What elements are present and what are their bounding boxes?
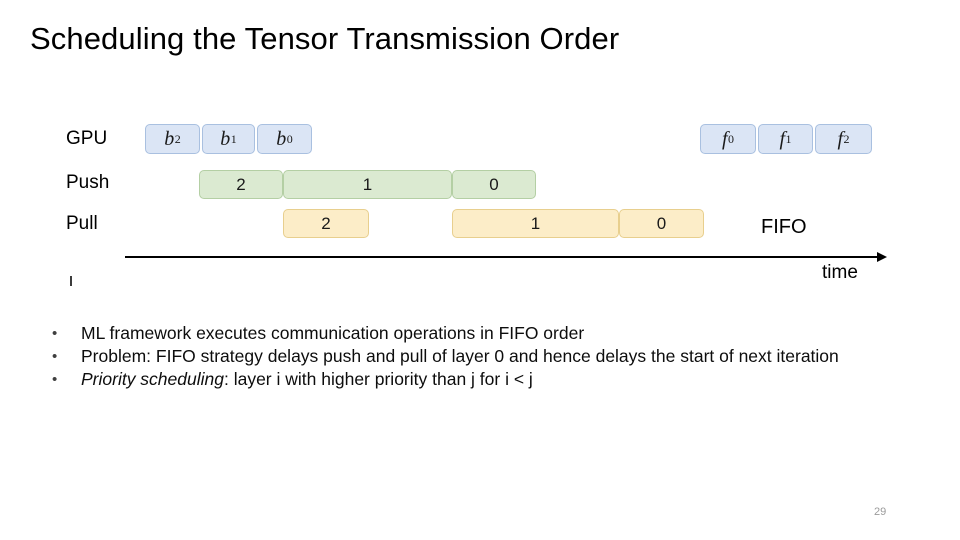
pull-block-label: 2: [321, 214, 331, 233]
gpu-block-base: f: [721, 128, 728, 150]
push-block-label: 1: [362, 175, 373, 194]
time-axis: [125, 252, 887, 262]
gpu-block-subscript: 0: [728, 132, 735, 146]
bullet-item: • Priority scheduling: layer i with highe…: [44, 368, 914, 391]
bullet-marker-icon: •: [52, 348, 58, 365]
row-label-pull: Pull: [66, 213, 98, 234]
stray-tick-mark: [70, 276, 72, 286]
pull-block-label: 0: [656, 214, 667, 233]
push-block-label: 2: [236, 175, 246, 194]
gpu-block-base: f: [837, 128, 844, 150]
gpu-block-base: b: [276, 128, 287, 150]
push-block-1: 1: [283, 170, 452, 199]
gpu-block-subscript: 2: [174, 132, 181, 146]
time-axis-line: [125, 256, 880, 258]
gpu-block-subscript: 0: [286, 132, 293, 146]
page-number: 29: [874, 506, 887, 518]
bullet-item: • Problem: FIFO strategy delays push and …: [44, 345, 914, 368]
gpu-block-subscript: 1: [785, 132, 792, 146]
time-axis-arrowhead-icon: [877, 252, 887, 262]
gpu-block-base: b: [220, 128, 231, 150]
gpu-block-subscript: 2: [843, 132, 850, 146]
bullet-text-segment: : layer i with higher priority than j fo…: [223, 369, 533, 389]
row-label-gpu: GPU: [66, 128, 108, 149]
push-block-0: 0: [452, 170, 536, 199]
bullet-text-segment: Priority scheduling: [81, 369, 224, 389]
pull-block-0: 0: [619, 209, 704, 238]
bullet-item: • ML framework executes communication ope…: [44, 322, 914, 345]
gpu-block-subscript: 1: [230, 132, 237, 146]
pull-block-1: 1: [452, 209, 619, 238]
pull-block-label: 1: [530, 214, 541, 233]
bullet-text-segment: Problem: FIFO strategy delays push and p…: [81, 346, 839, 366]
page-title: Scheduling the Tensor Transmission Order: [30, 21, 620, 56]
fifo-annotation-label: FIFO: [761, 216, 807, 238]
push-block-label: 0: [489, 175, 499, 194]
pull-block-2: 2: [283, 209, 369, 238]
push-block-2: 2: [199, 170, 283, 199]
bullet-text-segment: ML framework executes communication oper…: [81, 323, 585, 343]
row-label-push: Push: [66, 172, 110, 193]
gpu-block-base: f: [779, 128, 786, 150]
time-axis-label: time: [822, 262, 858, 283]
bullet-marker-icon: •: [52, 371, 58, 388]
bullet-list: • ML framework executes communication ope…: [44, 322, 914, 391]
gpu-block-base: b: [164, 128, 175, 150]
bullet-marker-icon: •: [52, 325, 58, 342]
